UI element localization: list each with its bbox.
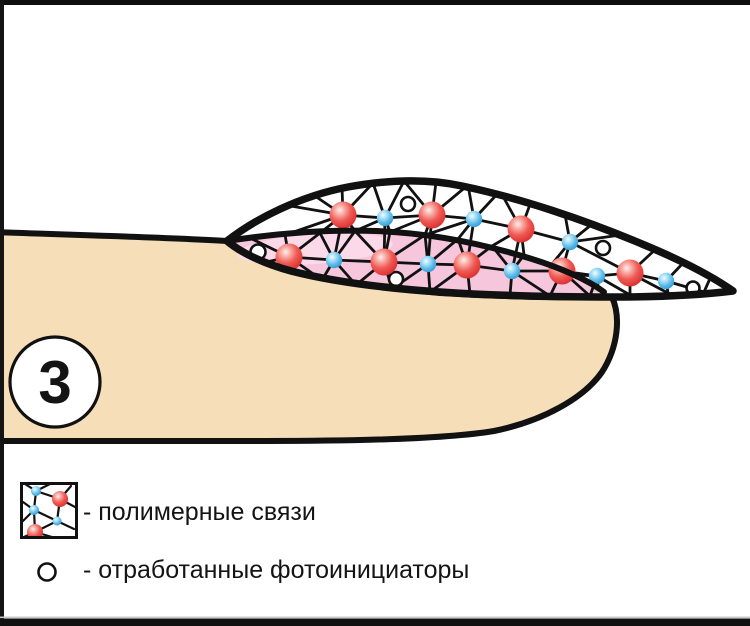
legend-node-red — [27, 524, 43, 538]
spent-photoinitiator-circle — [387, 270, 405, 288]
polymer-node-red — [616, 259, 644, 287]
polymer-node-blue — [657, 272, 675, 290]
step-number: 3 — [38, 349, 71, 416]
polymer-node-blue — [503, 262, 521, 280]
polymer-node-red — [418, 201, 446, 229]
legend-label-spent-photoinitiators: - отработанные фотоинициаторы — [83, 556, 470, 584]
polymer-node-red — [275, 243, 303, 271]
legend-photoinitiator-symbol — [37, 562, 57, 582]
nail-outline — [223, 177, 737, 301]
polymer-node-blue — [561, 233, 579, 251]
spent-photoinitiator-circle — [594, 239, 612, 257]
polymer-node-blue — [376, 209, 394, 227]
legend-node-blue — [31, 486, 41, 496]
polymer-node-red — [507, 215, 535, 243]
polymer-node-red — [453, 251, 481, 279]
polymer-node-red — [329, 201, 357, 229]
frame-border-bottom — [0, 618, 750, 626]
polymer-node-blue — [465, 210, 483, 228]
frame-border-top — [0, 0, 750, 5]
legend-node-blue — [29, 505, 39, 515]
polymer-bond-line — [423, 217, 476, 237]
polymer-node-red — [370, 248, 398, 276]
legend-polymer-swatch — [20, 482, 78, 539]
legend-node-blue — [52, 516, 62, 526]
frame-border-bottom-shadow — [0, 616, 750, 619]
frame-border-left — [0, 0, 4, 626]
step-badge: 3 — [8, 335, 102, 429]
legend-label-polymer-bonds: - полимерные связи — [83, 498, 316, 526]
polymer-node-blue — [325, 251, 343, 269]
polymer-node-blue — [419, 255, 437, 273]
step-badge-circle — [8, 335, 102, 429]
polymer-node-blue — [588, 267, 606, 285]
gel-interface-line — [224, 227, 607, 295]
legend-node-red — [52, 491, 68, 507]
spent-photoinitiator-circle — [399, 195, 417, 213]
